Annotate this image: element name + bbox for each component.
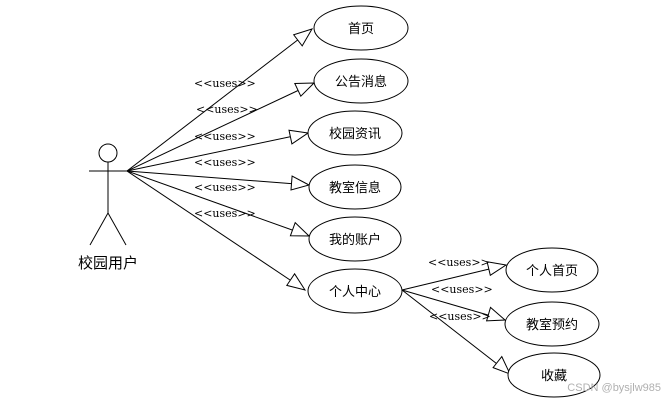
use-case-classroom-info-ellipse xyxy=(308,164,402,210)
watermark: CSDN @bysjlw985 xyxy=(567,382,661,394)
association-line-home xyxy=(126,28,313,172)
use-case-classroom-booking-label: 教室预约 xyxy=(526,317,578,333)
use-case-home-ellipse xyxy=(313,5,409,51)
uses-label-home: <<uses>> xyxy=(194,77,256,90)
association-line-notice xyxy=(126,82,315,172)
uses-label-personal-center: <<uses>> xyxy=(194,207,256,220)
uses-label-classroom-info: <<uses>> xyxy=(194,156,256,169)
use-case-favorites-ellipse xyxy=(507,352,601,398)
arrowhead-my-account xyxy=(289,221,311,237)
uses-label-favorites: <<uses>> xyxy=(429,310,491,323)
arrowhead-notice xyxy=(294,82,316,98)
arrowhead-home xyxy=(292,28,314,47)
use-case-classroom-info-label: 教室信息 xyxy=(329,180,381,196)
use-case-news-label: 校园资讯 xyxy=(329,126,381,142)
use-case-personal-center-label: 个人中心 xyxy=(329,285,381,300)
use-case-home-label: 首页 xyxy=(348,22,374,37)
actor-label: 校园用户 xyxy=(78,254,138,272)
arrowhead-classroom-info xyxy=(290,175,311,191)
arrowhead-classroom-booking xyxy=(485,306,507,322)
use-case-notice-ellipse xyxy=(313,58,409,104)
use-case-news-ellipse xyxy=(307,110,403,156)
uses-label-my-account: <<uses>> xyxy=(194,181,256,194)
uses-label-news: <<uses>> xyxy=(194,130,256,143)
actor-right-leg xyxy=(107,212,127,246)
association-line-personal-center xyxy=(126,170,306,291)
association-line-my-account xyxy=(126,170,310,237)
arrowhead-favorites xyxy=(492,355,511,375)
use-case-personal-home-ellipse xyxy=(505,247,599,293)
use-case-classroom-booking-ellipse xyxy=(504,301,600,347)
use-case-my-account-label: 我的账户 xyxy=(329,232,381,248)
association-line-favorites xyxy=(401,289,511,375)
uses-label-notice: <<uses>> xyxy=(196,103,258,116)
arrowhead-personal-center xyxy=(285,272,307,291)
association-line-classroom-info xyxy=(126,170,310,186)
association-line-news xyxy=(126,132,309,172)
actor-head xyxy=(98,143,118,163)
use-case-notice-label: 公告消息 xyxy=(335,74,387,90)
arrowhead-personal-home xyxy=(486,261,508,277)
use-case-favorites-label: 收藏 xyxy=(541,369,567,384)
use-case-personal-center-ellipse xyxy=(307,268,403,314)
use-case-personal-home-label: 个人首页 xyxy=(526,264,578,279)
uses-label-personal-home: <<uses>> xyxy=(428,256,490,269)
use-case-my-account-ellipse xyxy=(308,216,402,262)
actor-left-leg xyxy=(89,212,109,246)
actor-figure xyxy=(89,143,128,246)
uses-label-classroom-booking: <<uses>> xyxy=(431,283,493,296)
arrowhead-news xyxy=(288,129,310,145)
